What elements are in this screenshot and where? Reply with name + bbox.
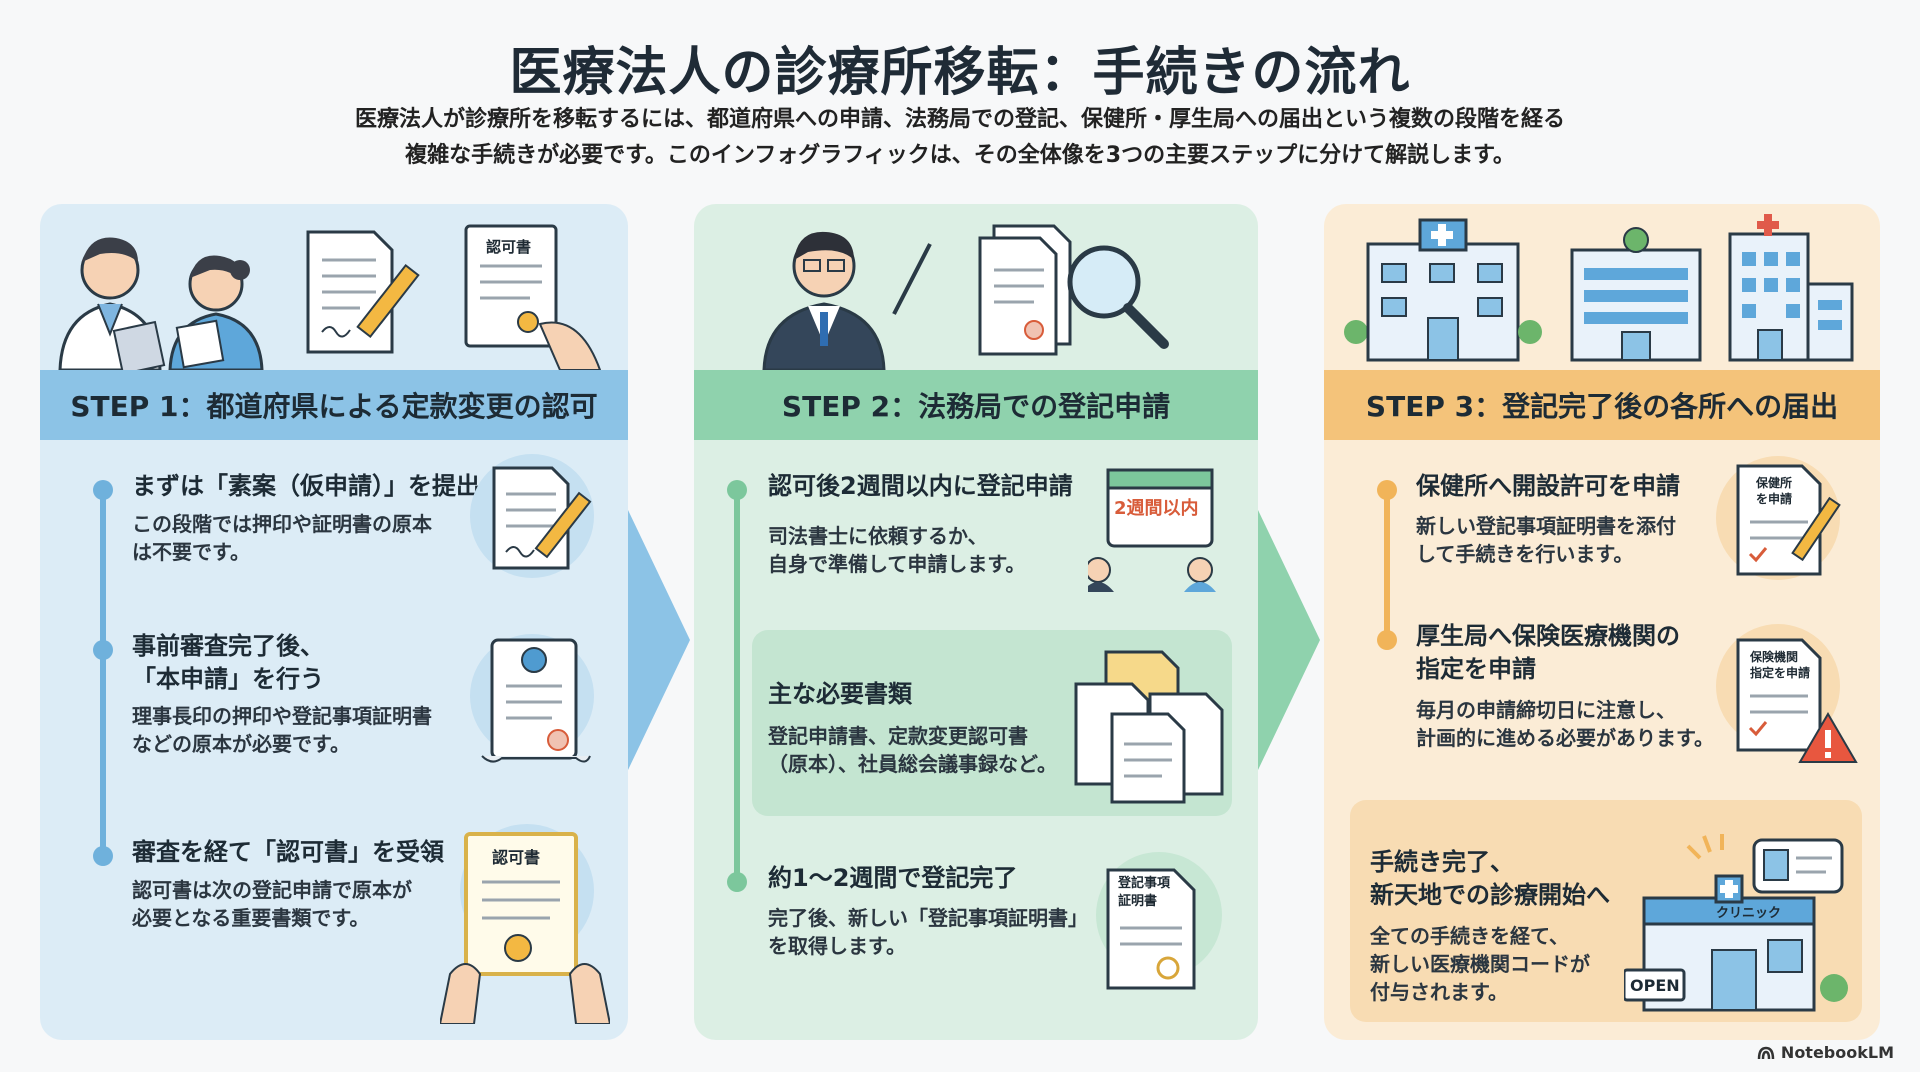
step3-item1-heading: 保健所へ開設許可を申請 (1416, 472, 1680, 500)
page-title: 医療法人の診療所移転：手続きの流れ (509, 43, 1411, 103)
step3-item2-heading-2: 指定を申請 (1416, 655, 1536, 683)
step3-item3-body-1: 全ての手続きを経て、 (1370, 924, 1569, 948)
step1-timeline (100, 484, 106, 864)
step1-item3-body-2: 必要となる重要書類です。 (132, 906, 370, 930)
notebooklm-label: NotebookLM (1780, 1043, 1894, 1062)
step1-item1-dot (93, 480, 113, 500)
step3-item3-heading-1: 手続き完了、 (1370, 848, 1514, 876)
certificate-award-icon (440, 832, 610, 1024)
step2-item3-body-2: を取得します。 (768, 934, 906, 958)
page-subtitle: 医療法人が診療所を移転するには、都道府県への申請、法務局での登記、保健所・厚生局… (0, 102, 1920, 174)
step3-item2-body-1: 毎月の申請締切日に注意し、 (1416, 698, 1676, 722)
step2-item1-heading: 認可後2週間以内に登記申請 (768, 472, 1073, 500)
step2-item2-body-2: （原本）、社員総会議事録など。 (768, 752, 1057, 776)
step1-item2-body-1: 理事長印の押印や登記事項証明書 (132, 704, 432, 728)
step3-item1-icon-label-1: 保健所 (1756, 476, 1793, 490)
subtitle-line-2: 複雑な手続きが必要です。このインフォグラフィックは、その全体像を3つの主要ステッ… (405, 143, 1515, 168)
step3-item1-body-2: して手続きを行います。 (1416, 542, 1634, 566)
step1-item3-body-1: 認可書は次の登記申請で原本が (132, 878, 412, 902)
doctor-icon (58, 237, 166, 370)
step1-item2-heading-1: 事前審査完了後、 (132, 632, 324, 660)
hospital-building-3-icon (1728, 214, 1854, 362)
step1-header: STEP 1：都道府県による定款変更の認可 (40, 370, 628, 440)
step2-item1-body-2: 自身で準備して申請します。 (768, 552, 1026, 576)
step3-item1-body-1: 新しい登記事項証明書を添付 (1416, 514, 1676, 538)
step2-item3-body-1: 完了後、新しい「登記事項証明書」 (768, 906, 1088, 930)
step2-item1-icon-label: 2週間以内 (1114, 498, 1199, 519)
step3-illustration (1324, 204, 1880, 370)
step1-illustration-doc-label: 認可書 (486, 238, 532, 256)
step2-panel: STEP 2：法務局での登記申請 認可後2週間以内に登記申請 司法書士に依頼する… (694, 204, 1258, 1040)
lawyer-icon (762, 231, 932, 370)
step2-item1-body-1: 司法書士に依頼するか、 (768, 524, 988, 548)
step1-illustration: 認可書 (40, 204, 628, 370)
step2-illustration (694, 204, 1258, 370)
subtitle-line-1: 医療法人が診療所を移転するには、都道府県への申請、法務局での登記、保健所・厚生局… (354, 107, 1565, 132)
step2-item1-dot (727, 480, 747, 500)
certificate-hand-icon (464, 224, 602, 370)
step1-item1-body-2: は不要です。 (132, 540, 250, 564)
registration-certificate-icon (1106, 868, 1196, 990)
nurse-icon (168, 255, 264, 370)
step1-item3-dot (93, 846, 113, 866)
document-pencil-small-icon (492, 466, 592, 570)
step3-item2-icon-label-2: 指定を申請 (1750, 666, 1811, 680)
notebooklm-watermark: NotebookLM (1757, 1043, 1894, 1062)
insurance-designation-warning-icon (1736, 638, 1858, 763)
step1-item2-body-2: などの原本が必要です。 (132, 732, 350, 756)
step3-item3-body-3: 付与されます。 (1370, 980, 1508, 1004)
step1-item2-dot (93, 640, 113, 660)
step3-item2-dot (1377, 630, 1397, 650)
step2-timeline (734, 484, 740, 884)
step1-item3-heading: 審査を経て「認可書」を受領 (132, 838, 444, 866)
step1-item1-heading: まずは「素案（仮申請）」を提出 (132, 472, 480, 500)
arrow-step1-to-step2-icon (628, 510, 690, 770)
step3-timeline (1384, 484, 1390, 644)
notebooklm-logo-icon (1757, 1046, 1775, 1059)
step2-item3-icon-label-1: 登記事項 (1118, 876, 1171, 891)
documents-magnifier-icon (978, 224, 1169, 356)
clinic-sign: クリニック (1716, 906, 1782, 921)
step3-item2-heading-1: 厚生局へ保険医療機関の (1416, 622, 1680, 650)
document-stack-icon (1074, 650, 1224, 804)
scroll-document-icon (481, 638, 591, 763)
clinic-open-icon (1624, 834, 1848, 1012)
step3-item3-body-2: 新しい医療機関コードが (1370, 952, 1590, 976)
open-sign: OPEN (1630, 976, 1680, 995)
step3-header: STEP 3：登記完了後の各所への届出 (1324, 370, 1880, 440)
step1-item1-body-1: この段階では押印や証明書の原本 (132, 512, 432, 536)
step3-item2-icon-label-1: 保険機関 (1750, 650, 1799, 664)
step1-item3-icon-label: 認可書 (492, 848, 541, 867)
arrow-step2-to-step3-icon (1258, 510, 1320, 770)
step3-item1-dot (1377, 480, 1397, 500)
step3-item1-icon-label-2: を申請 (1756, 492, 1793, 506)
step1-panel: 認可書 STEP 1：都道府県による定款変更の認可 まずは「素案（仮申請）」を提… (40, 204, 628, 1040)
calendar-consultation-icon (1088, 468, 1216, 592)
hospital-building-2-icon (1570, 227, 1702, 362)
step2-item3-icon-label-2: 証明書 (1118, 894, 1158, 909)
step3-item2-body-2: 計画的に進める必要があります。 (1416, 726, 1714, 750)
step2-item2-body-1: 登記申請書、定款変更認可書 (768, 724, 1028, 748)
step3-panel: STEP 3：登記完了後の各所への届出 保健所へ開設許可を申請 新しい登記事項証… (1324, 204, 1880, 1040)
step1-item2-heading-2: 「本申請」を行う (132, 665, 324, 693)
step3-item3-heading-2: 新天地での診療開始へ (1370, 881, 1610, 909)
hospital-building-1-icon (1344, 218, 1542, 362)
step2-item3-dot (727, 872, 747, 892)
step2-item2-heading: 主な必要書類 (768, 680, 912, 708)
step2-header: STEP 2：法務局での登記申請 (694, 370, 1258, 440)
step2-item3-heading: 約1〜2週間で登記完了 (768, 864, 1018, 892)
health-center-application-icon (1736, 464, 1841, 576)
document-pencil-icon (306, 230, 420, 354)
